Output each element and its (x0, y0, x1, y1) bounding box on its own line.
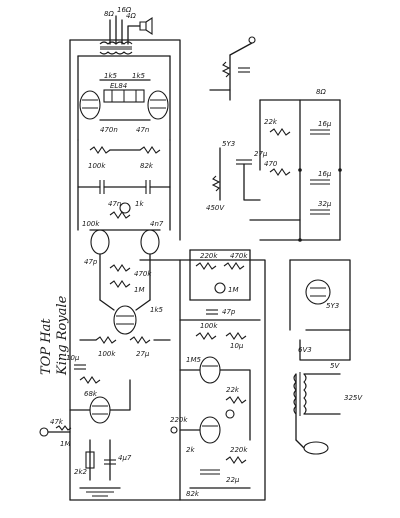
input-jack (39, 427, 49, 437)
misc-1: 1M5 (186, 356, 201, 364)
pi-res-3: 1k (135, 200, 144, 208)
in-res-2: 1M (60, 440, 71, 448)
rectifier-tube (305, 279, 331, 305)
input-stage: 47k 1M 68k 10µ 4µ7 2k2 (39, 354, 132, 497)
title-line-2: King Royale (55, 295, 70, 376)
in-cap-2: 4µ7 (118, 454, 132, 462)
tone-stage: 220k 470k 1M 100k 47p 10µ (179, 249, 261, 350)
in-res-1: 47k (50, 418, 64, 426)
second-gain-stage: 47p 470k 1M 100k 27µ 1k5 (79, 253, 171, 358)
misc-2: 22k (226, 386, 240, 394)
ps-rect-label: 5Y3 (222, 140, 235, 148)
power-tubes: 1k5 1k5 EL84 470n 47n (77, 55, 171, 141)
pi-cap-2: 4n7 (150, 220, 164, 228)
ps-cap-4: 27µ (254, 150, 268, 158)
pt-label-3: 5V (330, 362, 340, 370)
tone-pot: 1M (228, 286, 239, 294)
pt-cap-1: 470n (100, 126, 118, 134)
in-res-3: 68k (84, 390, 98, 398)
pt-label-2: 325V (344, 394, 363, 402)
pi-cap-1: 47n (108, 200, 121, 208)
misc-3: 2k (186, 446, 195, 454)
mains-plug-icon (303, 441, 329, 455)
output-transformer: 8Ω 16Ω 4Ω (99, 6, 153, 55)
title-line-1: TOP Hat (39, 318, 54, 375)
tap-16-label: 16Ω (117, 6, 132, 14)
ps-cap-1: 16µ (318, 120, 332, 128)
s2-cap-2: 27µ (136, 350, 150, 358)
tone-res-2: 470k (230, 252, 248, 260)
tone-res-3: 100k (200, 322, 218, 330)
pt-label-1: 6V3 (298, 346, 312, 354)
tone-cap-2: 10µ (230, 342, 244, 350)
misc-4: 22µ (226, 476, 240, 484)
pt-res-2: 1k5 (132, 72, 146, 80)
in-res-4: 2k2 (74, 468, 88, 476)
s2-res-4: 1k5 (150, 306, 164, 314)
ps-cap-3: 32µ (318, 200, 332, 208)
pi-res-2: 82k (140, 162, 154, 170)
rect-label: 5Y3 (326, 302, 339, 310)
s2-res-1: 470k (134, 270, 152, 278)
pt-res-4: 220k (230, 446, 248, 454)
power-supply: 8Ω 5Y3 22k 16µ 470 16µ 32µ 450V 27µ (206, 88, 342, 242)
pt-res-1: 1k5 (104, 72, 118, 80)
tap-4-label: 4Ω (126, 12, 136, 20)
pt-res-3: 220k (170, 416, 188, 424)
s2-res-2: 1M (134, 286, 145, 294)
ps-voltage: 450V (206, 204, 225, 212)
in-cap-1: 10µ (66, 354, 80, 362)
schematic-title: TOP Hat King Royale (39, 295, 70, 376)
bias-circuit (209, 36, 256, 101)
ps-cap-2: 16µ (318, 170, 332, 178)
main-bus-wires (69, 39, 266, 501)
s2-cap: 47p (84, 258, 98, 266)
s2-res-3: 100k (98, 350, 116, 358)
ps-spk-label: 8Ω (316, 88, 326, 96)
phase-inverter: 100k 82k 47n 1k 100k 4n7 (77, 139, 171, 255)
rectifier-and-transformer: 6V3 325V 5V 5Y3 (289, 259, 363, 455)
tone-cap-1: 47p (222, 308, 236, 316)
ps-res-2: 470 (264, 160, 278, 168)
pt-tube-label: EL84 (110, 82, 127, 90)
tone-res-1: 220k (200, 252, 218, 260)
pi-res-4: 100k (82, 220, 100, 228)
pi-res-1: 100k (88, 162, 106, 170)
tap-8-label: 8Ω (104, 10, 114, 18)
preamp-tubes-lower: 1M5 22k 2k 22µ 220k 220k 82k (170, 356, 251, 498)
pt-cap-2: 47n (136, 126, 149, 134)
ps-res-1: 22k (264, 118, 278, 126)
pt-res-5: 82k (186, 490, 200, 498)
